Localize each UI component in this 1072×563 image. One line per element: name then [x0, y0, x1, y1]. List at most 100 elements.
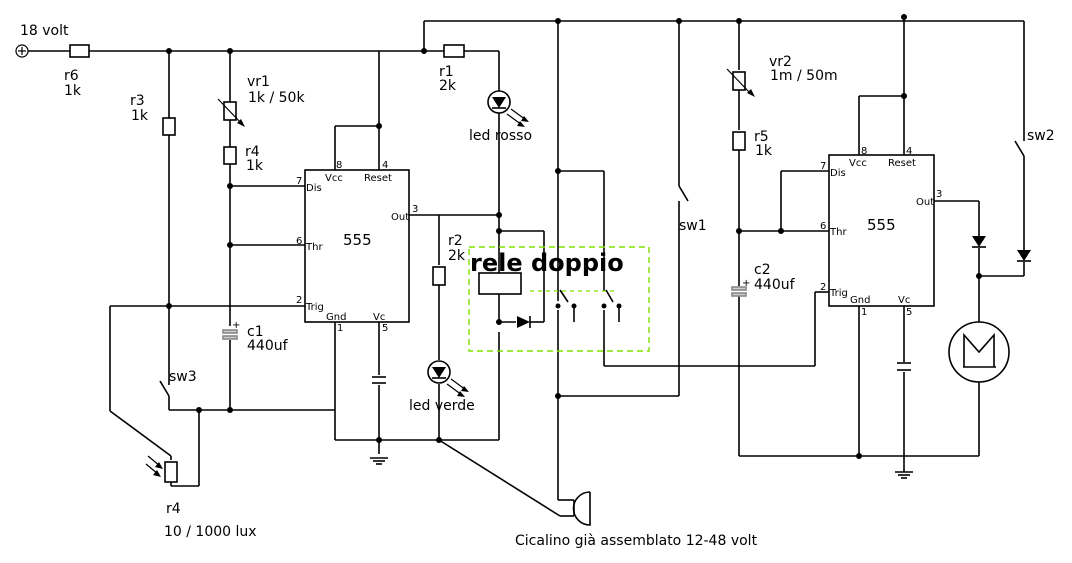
svg-text:7: 7: [820, 161, 826, 172]
switch-sw3: sw3: [159, 369, 197, 410]
resistor-icon: [69, 44, 90, 58]
ground-left: [370, 457, 388, 465]
svg-text:Gnd: Gnd: [850, 295, 870, 306]
relay-outline: [468, 246, 650, 352]
svg-text:Thr: Thr: [829, 227, 847, 238]
relay-contact-icon: [605, 289, 614, 303]
resistor-r1: r1 2k: [439, 44, 465, 94]
svg-text:Thr: Thr: [305, 242, 323, 253]
switch-sw1: sw1: [678, 185, 707, 234]
svg-text:Out: Out: [916, 197, 934, 208]
led-green: led verde: [409, 360, 475, 414]
photoresistor-icon: [164, 461, 178, 483]
diode-sw2: [1017, 250, 1031, 262]
buzzer-label: Cicalino già assemblato 12-48 volt: [515, 533, 758, 549]
svg-text:3: 3: [936, 189, 942, 200]
supply-label: 18 volt: [20, 23, 69, 39]
svg-text:Trig: Trig: [305, 302, 324, 313]
resistor-r4-fixed: r4 1k: [223, 144, 264, 174]
ldr-name: r4: [166, 501, 181, 517]
junctions: [166, 14, 982, 459]
resistor-icon: [443, 44, 465, 58]
led-green-label: led verde: [409, 398, 475, 414]
buzzer-icon: [572, 491, 591, 526]
resistor-r3: r3 1k: [130, 93, 176, 136]
relay-contact-icon: [559, 289, 569, 303]
svg-text:1: 1: [861, 307, 867, 318]
svg-text:Out: Out: [391, 212, 409, 223]
ic-body: [828, 154, 935, 307]
svg-text:8: 8: [336, 160, 342, 171]
svg-text:2: 2: [820, 282, 826, 293]
svg-text:6: 6: [820, 221, 826, 232]
supply-terminal: 18 volt: [15, 23, 69, 58]
ic-part-label: 555: [867, 216, 896, 234]
diode-icon: [517, 316, 530, 328]
svg-text:1: 1: [337, 323, 343, 334]
relay-coil-icon: [478, 272, 522, 295]
r2-value: 2k: [448, 248, 466, 264]
svg-text:Dis: Dis: [830, 168, 846, 179]
c1-value: 440uf: [247, 338, 289, 354]
ic-555-right: 555 8 Vcc 4 Reset 7 Dis 6 Thr 2 Trig 3 O…: [820, 146, 942, 318]
svg-text:Vcc: Vcc: [325, 173, 343, 184]
relay-double: rele doppio: [468, 246, 650, 352]
potentiometer-vr1: vr1 1k / 50k: [217, 74, 305, 127]
svg-text:8: 8: [861, 146, 867, 157]
vr2-value: 1m / 50m: [770, 68, 838, 84]
svg-text:4: 4: [906, 146, 912, 157]
ic-part-label: 555: [343, 231, 372, 249]
svg-text:Reset: Reset: [364, 173, 392, 184]
svg-text:2: 2: [296, 295, 302, 306]
sw1-label: sw1: [679, 218, 707, 234]
svg-text:Vc: Vc: [373, 312, 385, 323]
r3-name: r3: [130, 93, 145, 109]
resistor-icon: [223, 146, 237, 165]
resistor-icon: [162, 117, 176, 136]
resistor-icon: [432, 266, 446, 286]
svg-text:7: 7: [296, 176, 302, 187]
capacitor-c1: + c1 440uf: [222, 320, 289, 354]
buzzer: Cicalino già assemblato 12-48 volt: [515, 491, 758, 549]
svg-text:6: 6: [296, 236, 302, 247]
c2-name: c2: [754, 262, 771, 278]
vr1-name: vr1: [247, 74, 270, 90]
resistor-r5: r5 1k: [732, 129, 773, 159]
led-red-label: led rosso: [469, 128, 532, 144]
electrolytic-capacitor-icon: [222, 329, 238, 334]
wires: [28, 17, 1025, 517]
sw3-label: sw3: [169, 369, 197, 385]
r4-name: r4: [245, 144, 260, 160]
electrolytic-capacitor-icon: [731, 286, 747, 291]
led-red: led rosso: [469, 90, 532, 144]
resistor-r6: r6 1k: [64, 44, 90, 99]
c1-name: c1: [247, 324, 264, 340]
switch-icon: [159, 380, 170, 397]
svg-text:Vcc: Vcc: [849, 158, 867, 169]
svg-text:Reset: Reset: [888, 158, 916, 169]
ground-right: [895, 471, 913, 479]
r5-name: r5: [754, 129, 769, 145]
svg-text:Vc: Vc: [898, 295, 910, 306]
diode-icon: [972, 236, 986, 247]
r2-name: r2: [448, 233, 463, 249]
diode-out: [972, 236, 986, 248]
r4-value: 1k: [246, 158, 264, 174]
switch-icon: [1014, 140, 1025, 157]
svg-text:Dis: Dis: [306, 183, 322, 194]
svg-text:5: 5: [382, 323, 388, 334]
c2-value: 440uf: [754, 277, 796, 293]
ldr-value: 10 / 1000 lux: [164, 524, 257, 540]
r5-value: 1k: [755, 143, 773, 159]
capacitor-vc1: [372, 376, 386, 384]
ic-555-left: 555 8 Vcc 4 Reset 7 Dis 6 Thr 2 Trig 3 O…: [296, 160, 418, 334]
ic-body: [304, 169, 410, 323]
svg-text:+: +: [742, 278, 750, 289]
svg-text:+: +: [232, 320, 240, 331]
vr2-name: vr2: [769, 54, 792, 70]
switch-sw2: sw2: [1014, 128, 1055, 157]
capacitor-c2: + c2 440uf: [731, 262, 796, 297]
svg-text:4: 4: [382, 160, 388, 171]
r1-name: r1: [439, 64, 454, 80]
